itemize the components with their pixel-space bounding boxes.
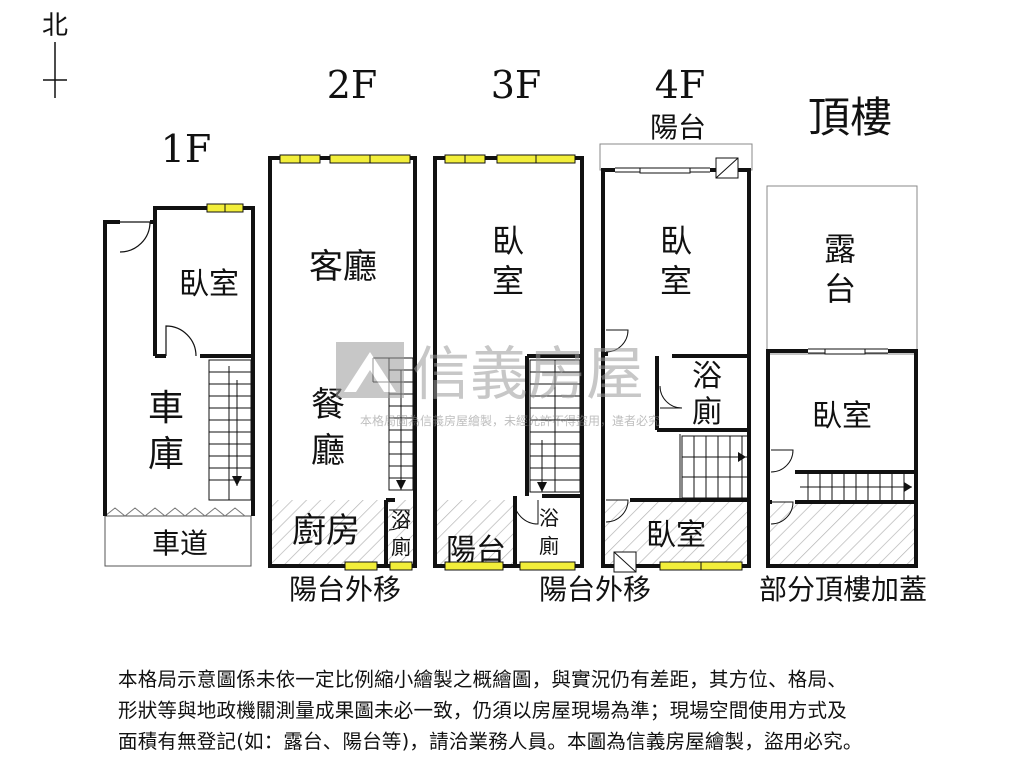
room-4f-bath-2: 廁 [692, 395, 722, 430]
room-1f-garage-1: 車 [148, 388, 184, 429]
room-2f-bath-2: 廁 [391, 535, 411, 559]
room-1f-bedroom: 臥室 [179, 267, 239, 302]
compass-label: 北 [42, 11, 68, 41]
room-3f-balcony: 陽台 [446, 533, 506, 568]
room-3f-bedroom-2: 室 [492, 262, 524, 300]
room-4f-bedroom-lower: 臥室 [646, 518, 706, 553]
floor-title-2f: 2F [327, 63, 378, 107]
room-4f-bedroom-2: 室 [660, 262, 692, 300]
north-arrow-icon [43, 42, 67, 98]
watermark-brand: 信義房屋 [412, 340, 644, 408]
floor-1f [103, 203, 255, 567]
disclaimer-line-1: 本格局示意圖係未依一定比例縮小繪製之概繪圖，與實況仍有差距，其方位、格局、 [118, 668, 847, 691]
floor-title-4f: 4F [655, 63, 706, 107]
room-3f-bath-2: 廁 [539, 534, 559, 558]
room-roof-terrace-1: 露 [824, 230, 856, 268]
room-3f-bedroom-1: 臥 [492, 222, 524, 260]
room-1f-garage-2: 庫 [148, 434, 184, 475]
room-3f-bath-1: 浴 [539, 506, 559, 530]
disclaimer: 本格局示意圖係未依一定比例縮小繪製之概繪圖，與實況仍有差距，其方位、格局、 形狀… [118, 664, 998, 757]
room-2f-dining-2: 廳 [311, 431, 345, 471]
floor-3f [433, 154, 584, 571]
watermark-sub: 本格局圖為信義房屋繪製，未經允許不得盜用，違者必究 [360, 413, 660, 428]
floor-plan: 北 1F 2F 3F 4F 頂樓 [42, 11, 927, 606]
watermark: 信義房屋 本格局圖為信義房屋繪製，未經允許不得盜用，違者必究 [336, 340, 660, 428]
floor-title-roof: 頂樓 [808, 93, 892, 142]
room-4f-bedroom-1: 臥 [660, 222, 692, 260]
room-roof-bedroom: 臥室 [812, 399, 872, 434]
floor-title-3f: 3F [491, 63, 542, 107]
room-roof-terrace-2: 台 [824, 270, 856, 308]
room-2f-kitchen: 廚房 [292, 511, 360, 551]
room-4f-bath-1: 浴 [692, 359, 722, 394]
brand-logo-icon [336, 342, 404, 398]
floor-title-1f: 1F [161, 127, 212, 171]
floor-4f [599, 143, 753, 573]
note-roof: 部分頂樓加蓋 [759, 573, 927, 606]
room-1f-driveway: 車道 [152, 527, 208, 560]
note-2f: 陽台外移 [289, 573, 401, 606]
disclaimer-line-2: 形狀等與地政機關測量成果圖未必一致，仍須以房屋現場為準；現場空間使用方式及 [118, 699, 847, 722]
disclaimer-line-3: 面積有無登記(如：露台、陽台等)，請洽業務人員。本圖為信義房屋繪製，盜用必究。 [118, 730, 863, 753]
room-4f-balcony: 陽台 [650, 111, 706, 144]
room-2f-bath-1: 浴 [391, 508, 411, 532]
floor-roof [766, 185, 918, 568]
room-2f-living: 客廳 [309, 247, 377, 287]
note-3f: 陽台外移 [539, 573, 651, 606]
